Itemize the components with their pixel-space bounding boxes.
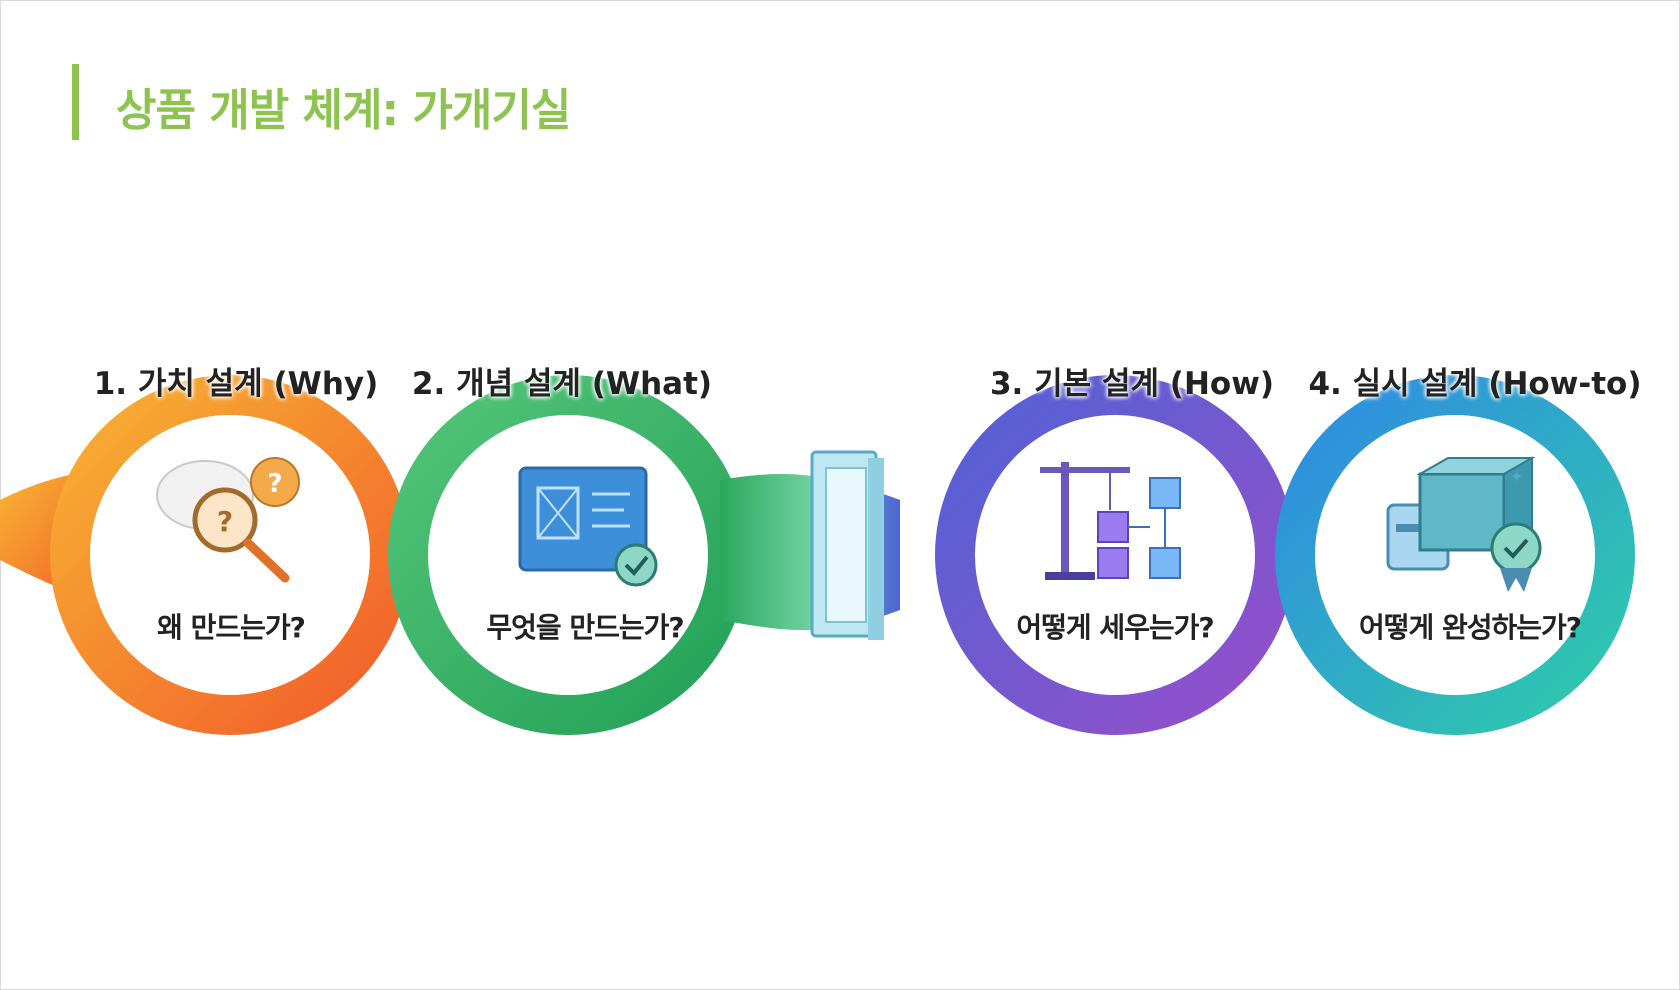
step-question-4: 어떻게 완성하는가? — [1358, 611, 1582, 644]
process-diagram: ? ? ✦ — [0, 375, 1635, 735]
svg-text:?: ? — [267, 469, 282, 499]
step-question-2: 무엇을 만드는가? — [486, 611, 684, 644]
page-title: 상품 개발 체계: 가개기실 — [116, 85, 571, 136]
step-title-2: 2. 개념 설계 (What) — [411, 366, 713, 402]
blueprint-check-icon — [518, 466, 658, 587]
step-title-3: 3. 기본 설계 (How) — [989, 366, 1275, 402]
step-title-1: 1. 가치 설계 (Why) — [93, 366, 379, 402]
doorway-icon — [810, 450, 884, 640]
box-badge-icon: ✦ — [1386, 456, 1542, 592]
step-question-3: 어떻게 세우는가? — [1016, 611, 1214, 644]
title-accent-bar — [72, 64, 79, 140]
crane-blocks-icon — [1040, 462, 1181, 580]
svg-text:✦: ✦ — [1510, 467, 1523, 486]
magnifier-question-icon: ? ? — [156, 457, 300, 583]
step-question-1: 왜 만드는가? — [157, 611, 306, 644]
step-title-4: 4. 실시 설계 (How-to) — [1308, 366, 1642, 402]
svg-text:?: ? — [217, 505, 233, 538]
